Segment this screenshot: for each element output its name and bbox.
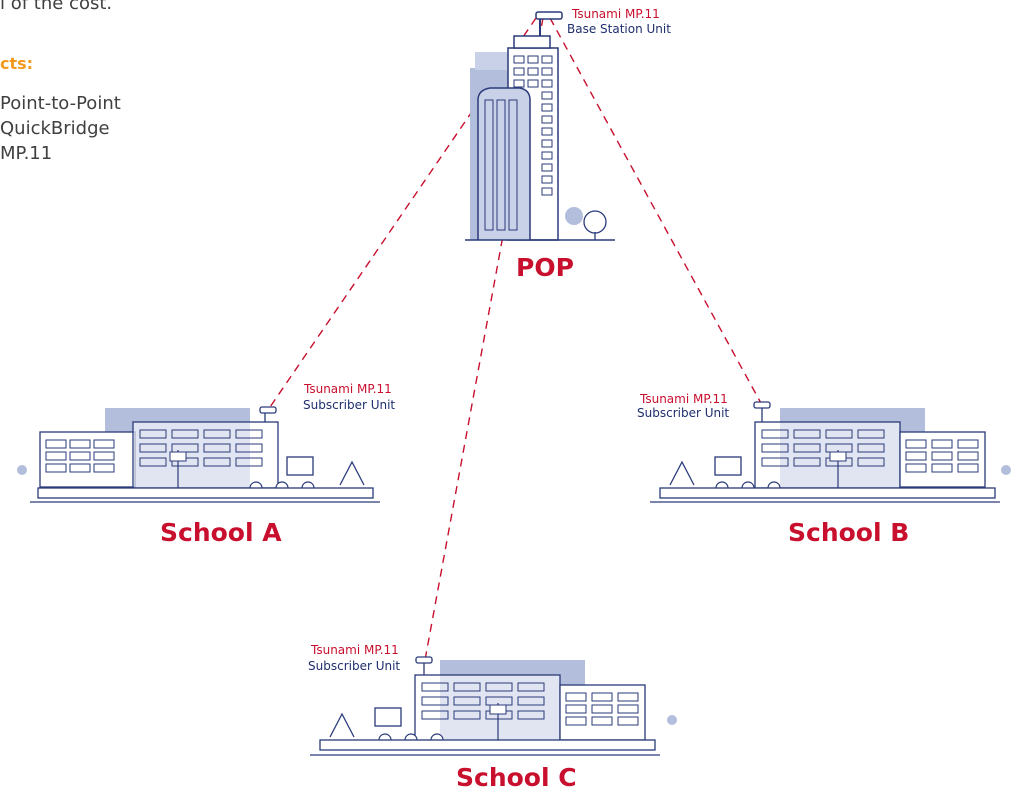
school-a-device-label: Tsunami MP.11 [304,382,392,396]
link-pop-school-c [424,17,544,661]
school-b-building-icon [650,401,1011,503]
wireless-links [267,17,763,661]
school-b-site-title: School B [788,518,910,547]
school-b-device-label: Tsunami MP.11 [640,392,728,406]
school-c-site-title: School C [456,763,577,792]
antenna-icon [535,11,563,20]
school-a-building-icon [17,406,380,503]
school-c-device-label: Tsunami MP.11 [311,643,399,657]
product-item-quickbridge: QuickBridge [0,118,110,139]
school-b-unit-label: Subscriber Unit [637,406,730,420]
pop-site-title: POP [516,253,574,282]
school-c-building-icon [310,656,677,756]
pop-tower-icon [465,18,615,241]
pop-unit-label: Base Station Unit [567,22,671,36]
intro-text-fragment: l of the cost. [0,0,113,14]
products-heading: cts: [0,54,34,73]
link-pop-school-b [549,17,763,406]
pop-device-label: Tsunami MP.11 [572,7,660,21]
school-a-unit-label: Subscriber Unit [303,398,396,412]
school-a-site-title: School A [160,518,282,547]
product-item-mp11: MP.11 [0,143,53,164]
tree-icon [565,207,607,240]
school-c-unit-label: Subscriber Unit [308,659,401,673]
link-pop-school-a [267,17,537,411]
product-item-point-to-point: Point-to-Point [0,93,121,114]
